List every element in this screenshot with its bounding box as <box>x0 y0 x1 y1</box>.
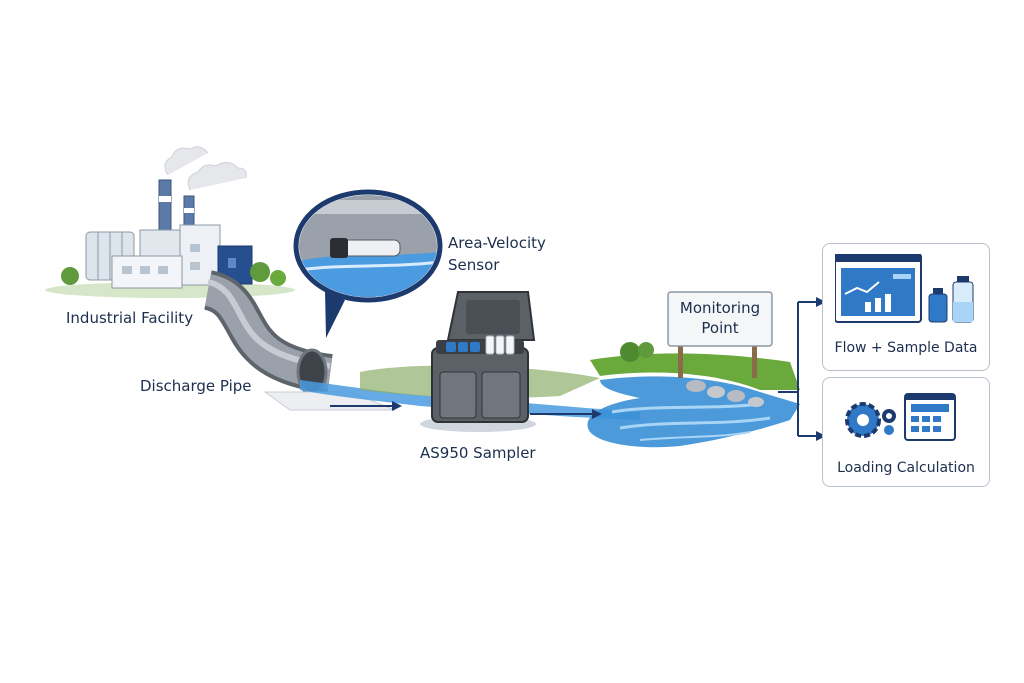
calculation-icons <box>845 393 956 441</box>
pipe-icon <box>202 270 396 411</box>
output-connector <box>778 297 826 441</box>
monitoring-point-line1: Monitoring <box>679 299 761 317</box>
river-icon <box>587 342 800 448</box>
gear-icon <box>845 402 896 438</box>
discharge-pipe-label: Discharge Pipe <box>140 377 252 395</box>
flow-arrow-sampler <box>530 409 602 419</box>
loading-card: Loading Calculation <box>822 377 990 487</box>
calculator-icon <box>904 393 956 441</box>
loading-title: Loading Calculation <box>837 460 975 476</box>
flow-arrow-pipe <box>330 401 402 411</box>
flow-sample-card: Flow + Sample Data <box>822 243 990 371</box>
factory-icon <box>61 146 286 289</box>
sampler-icon <box>420 291 536 432</box>
monitoring-point-label: Monitoring Point <box>668 298 772 338</box>
sensor-label-text: Area-Velocity Sensor <box>448 234 546 274</box>
sensor-label: Area-Velocity Sensor <box>448 232 556 276</box>
sensor-icon <box>293 189 443 338</box>
industrial-facility-label: Industrial Facility <box>66 309 194 327</box>
bottle-icon <box>928 276 974 323</box>
flow-sample-title: Flow + Sample Data <box>834 340 978 356</box>
sign-icon <box>667 291 773 378</box>
dashboard-icon <box>835 254 974 323</box>
monitoring-point-line2: Point <box>701 319 739 337</box>
sampler-label: AS950 Sampler <box>420 444 536 462</box>
